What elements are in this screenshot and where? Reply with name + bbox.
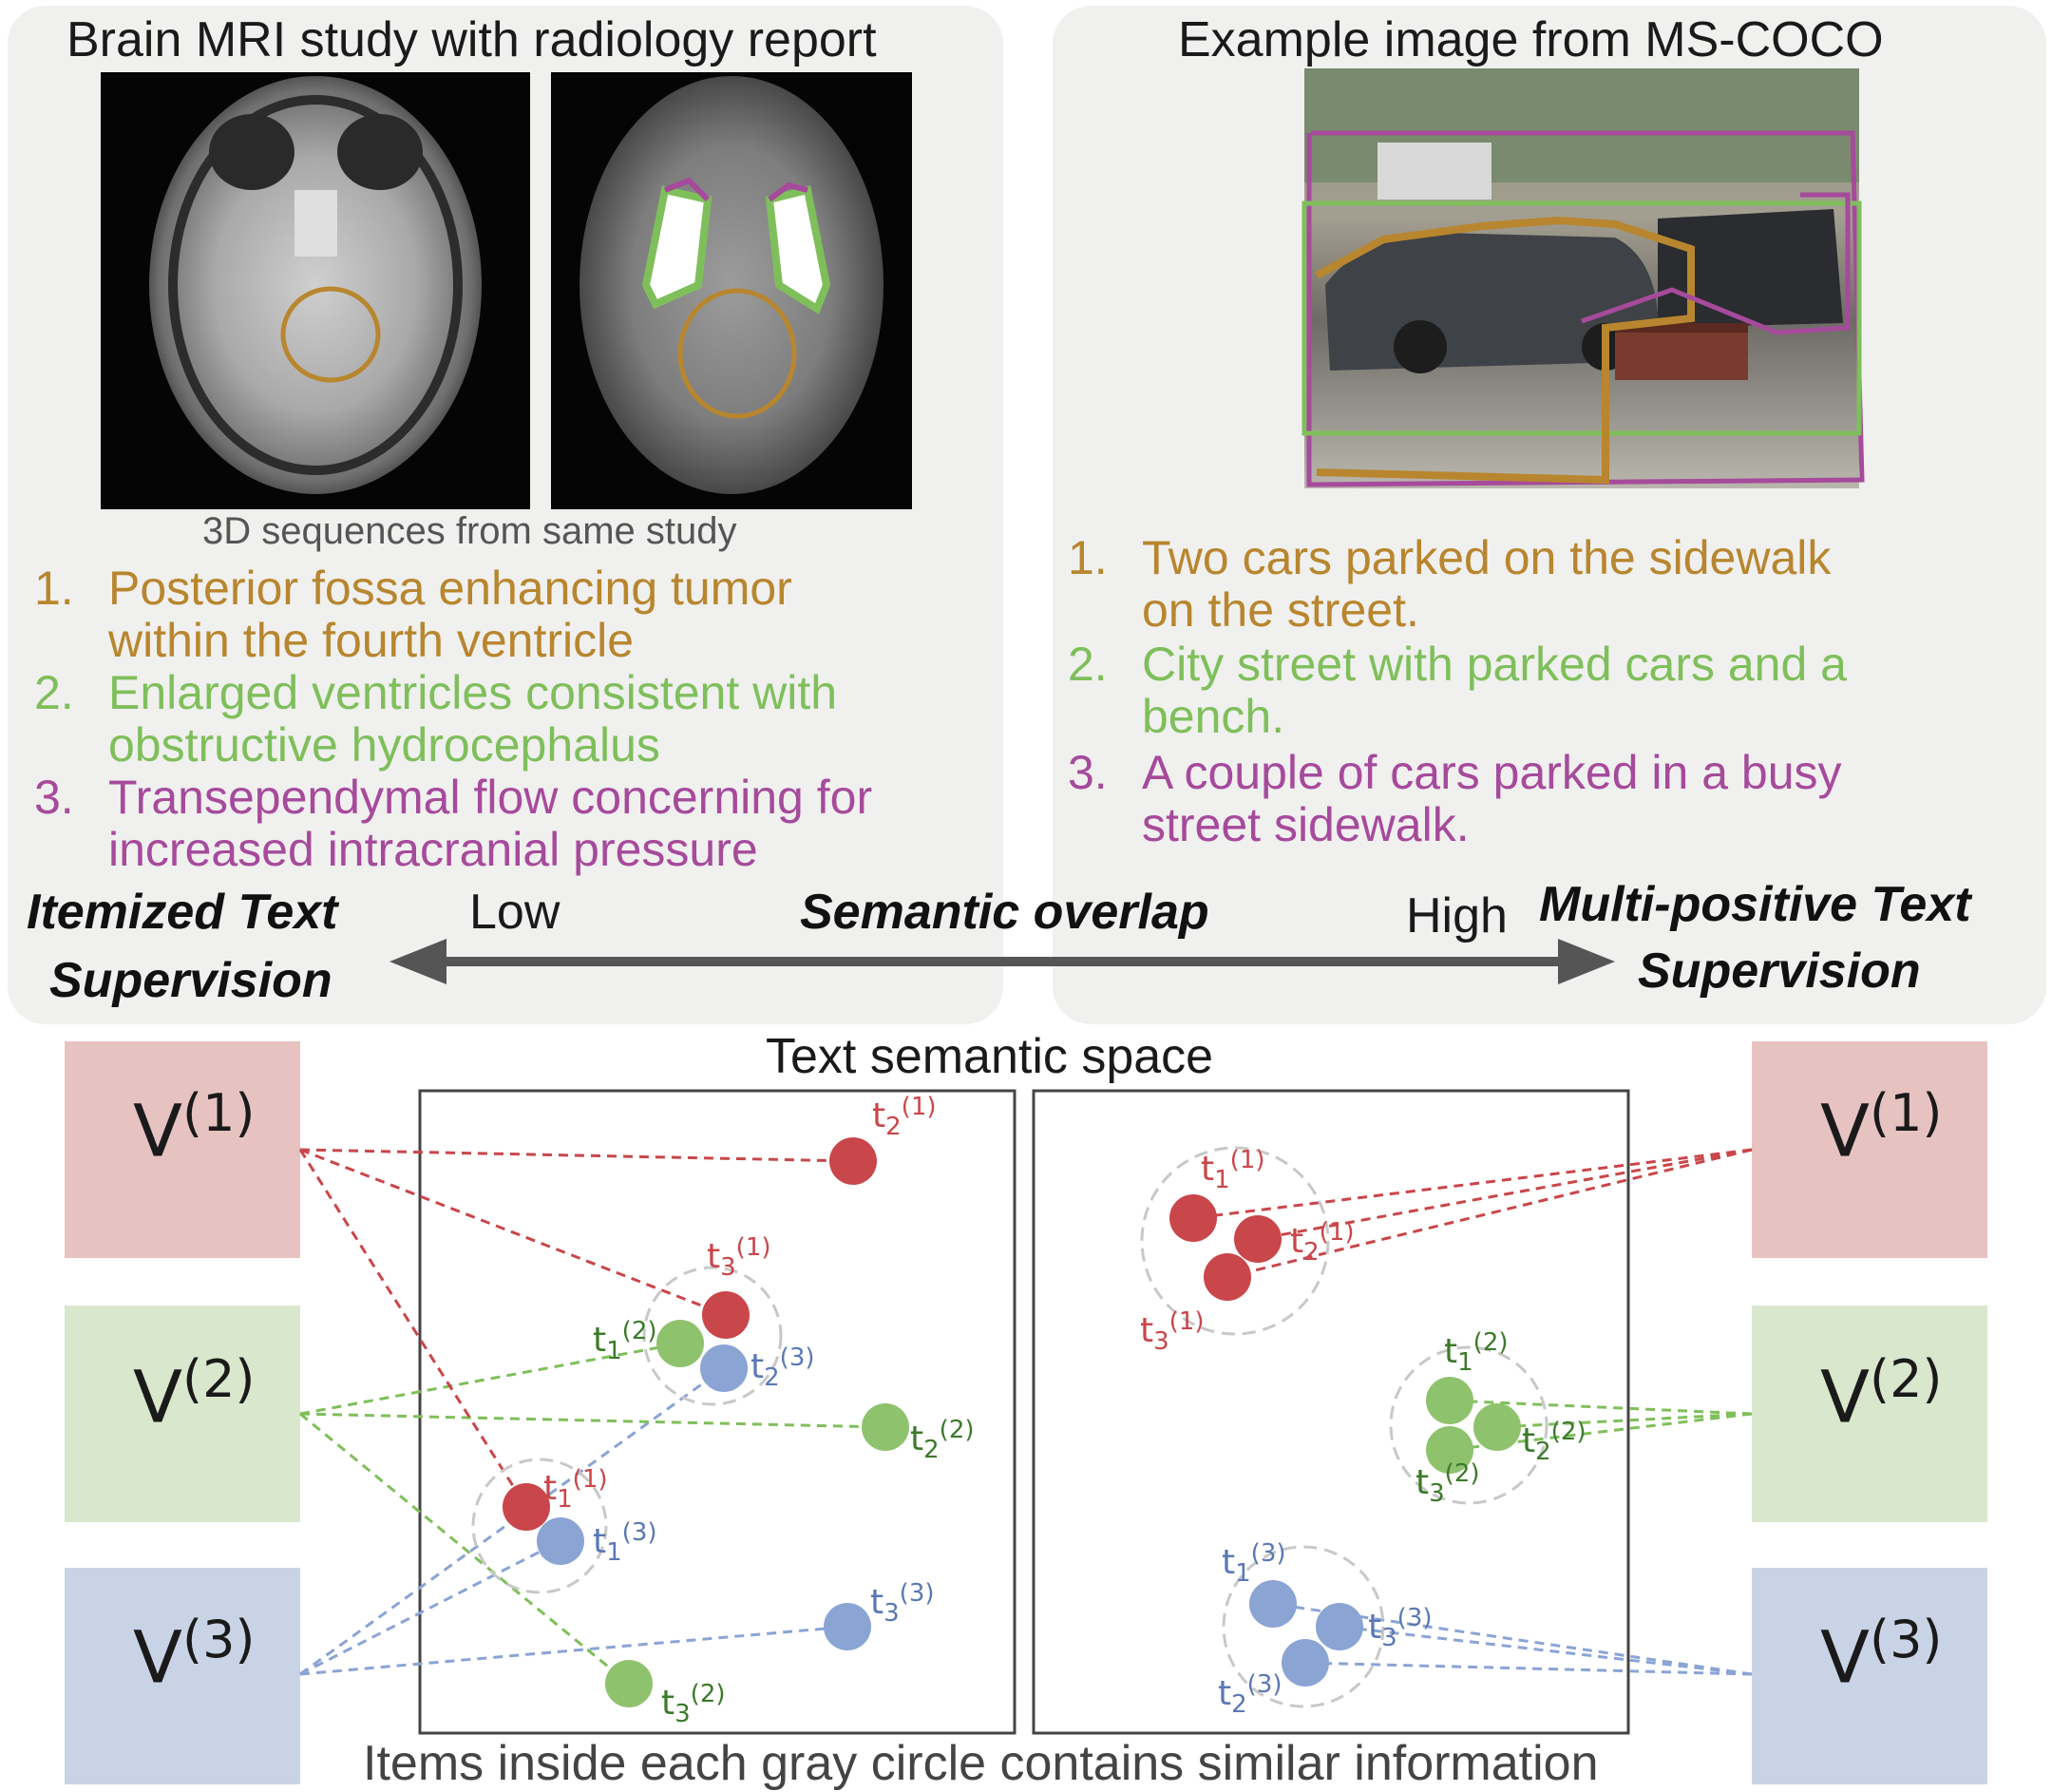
text-embedding-label: t2(1) [1290, 1218, 1355, 1268]
text-embedding-label: t3(2) [661, 1680, 726, 1729]
connector-line [299, 1625, 848, 1676]
connector-line [1449, 1399, 1753, 1416]
semantic-space-caption: Items inside each gray circle contains s… [363, 1736, 1599, 1791]
connector-line [299, 1539, 561, 1676]
text-embedding-point [1169, 1194, 1217, 1242]
connector-line [299, 1148, 854, 1163]
v3-box-left [65, 1568, 300, 1784]
connector-line [298, 1149, 528, 1508]
text-embedding-point [1249, 1580, 1297, 1628]
text-embedding-point [1473, 1403, 1521, 1451]
coco-caption-list: 1. Two cars parked on the sidewalk on th… [1068, 532, 1847, 851]
text-embedding-point [824, 1603, 871, 1650]
text-embedding-label: t2(3) [1218, 1670, 1282, 1720]
text-embedding-point [862, 1403, 909, 1451]
connector-line [1192, 1148, 1753, 1220]
text-embedding-point [1234, 1215, 1282, 1263]
axis-high-label: High [1406, 888, 1508, 944]
connector-line [299, 1412, 886, 1429]
text-embedding-label: t1(1) [1201, 1146, 1265, 1195]
coco-caption-item-2: 2. City street with parked cars and a be… [1068, 638, 1847, 743]
connector-line [299, 1148, 727, 1317]
text-embedding-label: t3(1) [1140, 1307, 1205, 1357]
text-embedding-label: t1(2) [1444, 1328, 1509, 1378]
v3-label-left: V(3) [133, 1610, 256, 1700]
text-embedding-label: t1(1) [543, 1465, 608, 1515]
semantic-space-left-box [418, 1089, 1016, 1735]
text-embedding-label: t2(2) [910, 1416, 975, 1465]
semantic-overlap-label: Semantic overlap [800, 885, 1209, 940]
text-embedding-label: t3(1) [707, 1233, 771, 1283]
connector-line [1304, 1661, 1753, 1676]
text-embedding-label: t3(3) [1368, 1604, 1433, 1653]
text-embedding-label: t2(1) [872, 1093, 937, 1142]
mri-caption: 3D sequences from same study [202, 510, 737, 552]
connector-line [1449, 1412, 1753, 1452]
coco-panel [1053, 6, 2046, 1024]
connector-line [1272, 1602, 1753, 1676]
text-embedding-point [1282, 1639, 1329, 1687]
coco-caption-item-3: 3. A couple of cars parked in a busy str… [1068, 746, 1842, 851]
mri-panel-title: Brain MRI study with radiology report [66, 12, 877, 67]
v1-label-left: V(1) [133, 1083, 256, 1173]
mri-report-item-1: 1. Posterior fossa enhancing tumor withi… [34, 562, 792, 667]
text-embedding-label: t3(3) [870, 1579, 935, 1629]
semantic-space-title: Text semantic space [766, 1029, 1214, 1084]
text-embedding-point [702, 1291, 750, 1339]
coco-panel-title: Example image from MS-COCO [1178, 12, 1884, 67]
text-embedding-label: t2(3) [750, 1344, 815, 1393]
text-embedding-point [537, 1517, 584, 1565]
v2-box-right [1752, 1306, 1987, 1522]
mri-report-list: 1. Posterior fossa enhancing tumor withi… [34, 562, 872, 876]
text-embedding-point [656, 1320, 704, 1367]
text-embedding-point [700, 1344, 748, 1392]
v3-label-right: V(3) [1820, 1610, 1943, 1700]
v2-label-left: V(2) [133, 1349, 256, 1439]
text-embedding-point [605, 1660, 653, 1707]
itemized-label-line2: Supervision [49, 953, 332, 1008]
text-embedding-point [1204, 1253, 1251, 1301]
text-embedding-point [829, 1137, 877, 1185]
v2-label-right: V(2) [1820, 1349, 1943, 1439]
coco-caption-item-1: 1. Two cars parked on the sidewalk on th… [1068, 531, 1832, 637]
multipositive-label-line1: Multi-positive Text [1539, 877, 1971, 932]
mri-report-item-2: 2. Enlarged ventricles consistent with o… [34, 666, 838, 772]
semantic-space-right-box [1032, 1089, 1630, 1735]
multipositive-label-line2: Supervision [1638, 944, 1921, 999]
text-embedding-label: t1(3) [1222, 1539, 1286, 1589]
axis-low-label: Low [469, 885, 560, 940]
text-embedding-point [1316, 1603, 1363, 1650]
v1-label-right: V(1) [1820, 1083, 1943, 1173]
connector-line [299, 1366, 725, 1676]
mri-report-item-3: 3. Transependymal flow concerning for in… [34, 771, 873, 876]
connector-line [299, 1412, 630, 1686]
text-embedding-label: t1(3) [593, 1518, 657, 1568]
text-embedding-point [1426, 1377, 1473, 1424]
text-embedding-label: t3(2) [1416, 1459, 1480, 1509]
text-embedding-label: t1(2) [593, 1317, 657, 1366]
v2-box-left [65, 1306, 300, 1522]
v1-box-right [1752, 1041, 1987, 1258]
v3-box-right [1752, 1568, 1987, 1784]
text-embedding-label: t2(2) [1522, 1418, 1586, 1467]
itemized-label-line1: Itemized Text [27, 885, 338, 940]
v1-box-left [65, 1041, 300, 1258]
